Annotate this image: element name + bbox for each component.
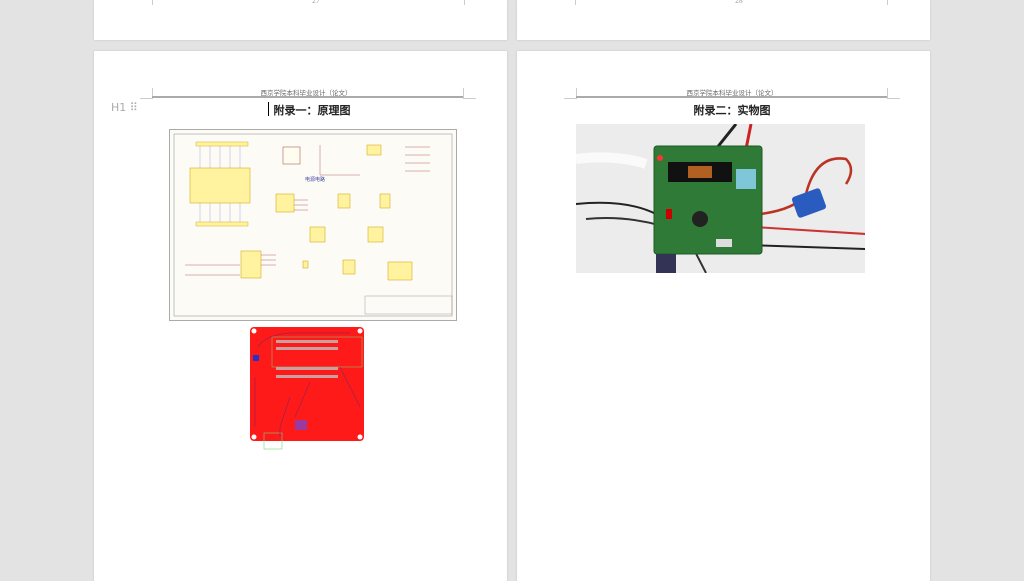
- header-rule: [576, 96, 887, 98]
- margin-tick: [575, 0, 576, 5]
- margin-tick: [152, 0, 153, 5]
- margin-tick: [464, 0, 465, 5]
- schematic-image[interactable]: 电源电路: [169, 129, 457, 321]
- margin-tick: [887, 0, 888, 5]
- appendix-title: 附录一：原理图: [273, 104, 351, 117]
- page-header: 西京学院本科毕业设计（论文）: [260, 89, 352, 97]
- page-number: 28: [735, 0, 743, 5]
- margin-corner: [140, 88, 153, 99]
- text-cursor: [268, 102, 269, 116]
- page-number: 27: [312, 0, 320, 5]
- heading-level-icon[interactable]: H1 ⠿: [111, 101, 138, 114]
- margin-corner: [887, 88, 900, 99]
- pcb-layout-image[interactable]: [250, 327, 364, 450]
- margin-corner: [564, 88, 577, 99]
- page-27: 27: [94, 0, 507, 40]
- appendix-title: 附录二：实物图: [693, 104, 771, 117]
- schematic-label: 电源电路: [305, 177, 326, 183]
- page-28: 28: [517, 0, 930, 40]
- header-rule: [152, 96, 463, 98]
- margin-corner: [463, 88, 476, 99]
- hardware-photo[interactable]: [576, 124, 865, 273]
- page-header: 西京学院本科毕业设计（论文）: [686, 89, 778, 97]
